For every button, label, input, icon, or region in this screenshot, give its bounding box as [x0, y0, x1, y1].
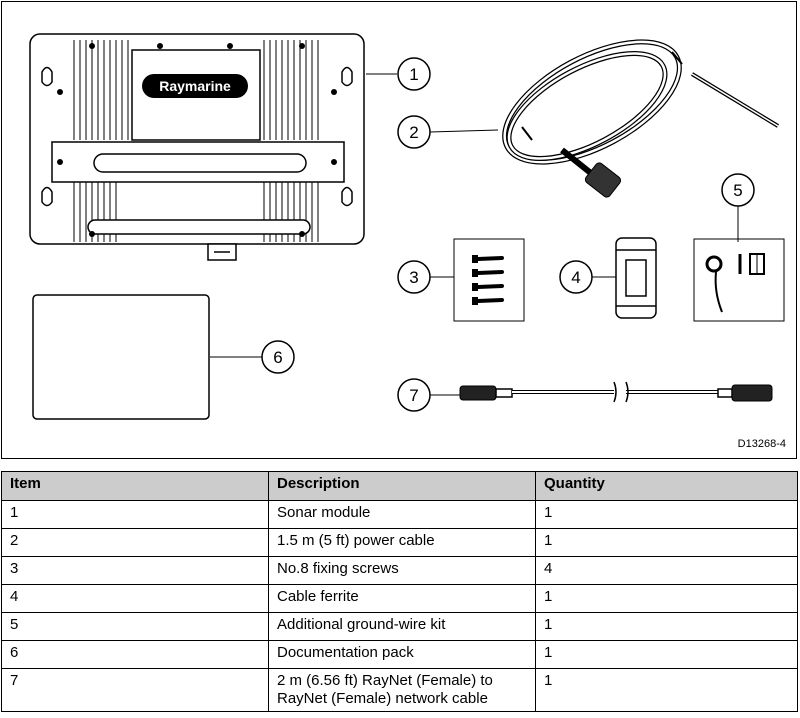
header-item: Item — [1, 471, 269, 501]
cell-quantity: 1 — [535, 584, 798, 613]
callout-5: 5 — [721, 173, 755, 207]
cell-quantity: 4 — [535, 556, 798, 585]
callout-6: 6 — [261, 340, 295, 374]
callout-3: 3 — [397, 260, 431, 294]
callout-2-label: 2 — [409, 123, 418, 142]
cell-description: Additional ground-wire kit — [268, 612, 536, 641]
documentation-pack-drawing — [32, 294, 210, 420]
cell-quantity: 1 — [535, 500, 798, 529]
callout-6-label: 6 — [273, 348, 282, 367]
cell-item: 4 — [1, 584, 269, 613]
callout-1-label: 1 — [409, 65, 418, 84]
sonar-module-drawing — [29, 33, 365, 261]
header-quantity: Quantity — [535, 471, 798, 501]
ground-wire-kit-drawing — [693, 238, 785, 322]
cell-item: 2 — [1, 528, 269, 557]
cell-item: 5 — [1, 612, 269, 641]
callout-4: 4 — [559, 260, 593, 294]
cell-description: 2 m (6.56 ft) RayNet (Female) to RayNet … — [268, 668, 536, 712]
cell-description: No.8 fixing screws — [268, 556, 536, 585]
cable-ferrite-drawing — [615, 237, 657, 319]
table-header-row: Item Description Quantity — [1, 471, 798, 501]
cell-item: 1 — [1, 500, 269, 529]
callout-5-label: 5 — [733, 181, 742, 200]
callout-3-label: 3 — [409, 268, 418, 287]
cell-description: Cable ferrite — [268, 584, 536, 613]
cell-item: 6 — [1, 640, 269, 669]
cell-description: 1.5 m (5 ft) power cable — [268, 528, 536, 557]
cell-description: Documentation pack — [268, 640, 536, 669]
header-description: Description — [268, 471, 536, 501]
leader-lines — [210, 73, 739, 396]
drawing-id: D13268-4 — [737, 438, 786, 450]
cell-quantity: 1 — [535, 612, 798, 641]
svg-text:Raymarine: Raymarine — [159, 78, 231, 94]
callout-7: 7 — [397, 378, 431, 412]
cell-quantity: 1 — [535, 668, 798, 712]
power-cable-drawing — [502, 39, 780, 198]
callout-2: 2 — [397, 115, 431, 149]
cell-description: Sonar module — [268, 500, 536, 529]
callout-1: 1 — [397, 57, 431, 91]
callout-4-label: 4 — [571, 268, 580, 287]
fixing-screws-drawing — [453, 238, 525, 322]
callout-7-label: 7 — [409, 386, 418, 405]
cell-quantity: 1 — [535, 528, 798, 557]
raymarine-logo: Raymarine — [142, 74, 248, 98]
parts-illustration: Raymarine — [29, 33, 785, 420]
parts-figure: Raymarine — [1, 1, 797, 459]
network-cable-drawing — [459, 381, 773, 403]
cell-item: 3 — [1, 556, 269, 585]
cell-quantity: 1 — [535, 640, 798, 669]
cell-item: 7 — [1, 668, 269, 712]
